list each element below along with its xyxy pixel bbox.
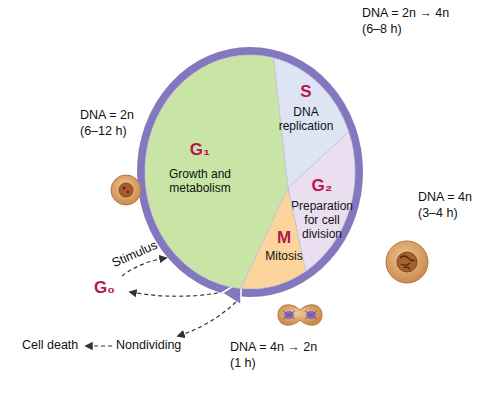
death-arrow xyxy=(86,345,112,346)
cell-g2 xyxy=(386,241,428,283)
dna-content: DNA = 4n → 2n xyxy=(230,340,317,355)
phase-name: G₂ xyxy=(302,176,342,196)
phase-name: S xyxy=(286,82,326,102)
dna-content: DNA = 4n xyxy=(418,190,472,205)
phase-sector-m: MMitosis xyxy=(241,188,306,289)
phase-duration: (3–4 h) xyxy=(418,206,458,221)
phase-duration: (6–8 h) xyxy=(362,22,402,37)
phase-description: DNA replication xyxy=(270,106,342,134)
cell-dividing xyxy=(278,305,322,325)
phase-name: M xyxy=(264,228,304,248)
dna-content: DNA = 2n xyxy=(80,108,134,123)
cell-g1 xyxy=(111,175,141,205)
phase-duration: (1 h) xyxy=(230,356,256,371)
phase-name: G₀ xyxy=(94,278,115,298)
dna-content: DNA = 2n → 4n xyxy=(362,6,449,21)
nondividing-arrow xyxy=(178,302,236,336)
exit-arrow xyxy=(130,292,218,296)
phase-name: G₁ xyxy=(170,140,230,160)
sector-outline xyxy=(241,188,306,289)
state-label: Nondividing xyxy=(116,338,181,353)
phase-description: Growth and metabolism xyxy=(164,168,236,196)
phase-description: Mitosis xyxy=(254,250,314,264)
sector-shape xyxy=(241,188,306,289)
stimulus-label: Stimulus xyxy=(110,238,160,271)
fate-label: Cell death xyxy=(22,338,78,353)
cycle-ring xyxy=(141,51,359,293)
phase-duration: (6–12 h) xyxy=(80,124,127,139)
